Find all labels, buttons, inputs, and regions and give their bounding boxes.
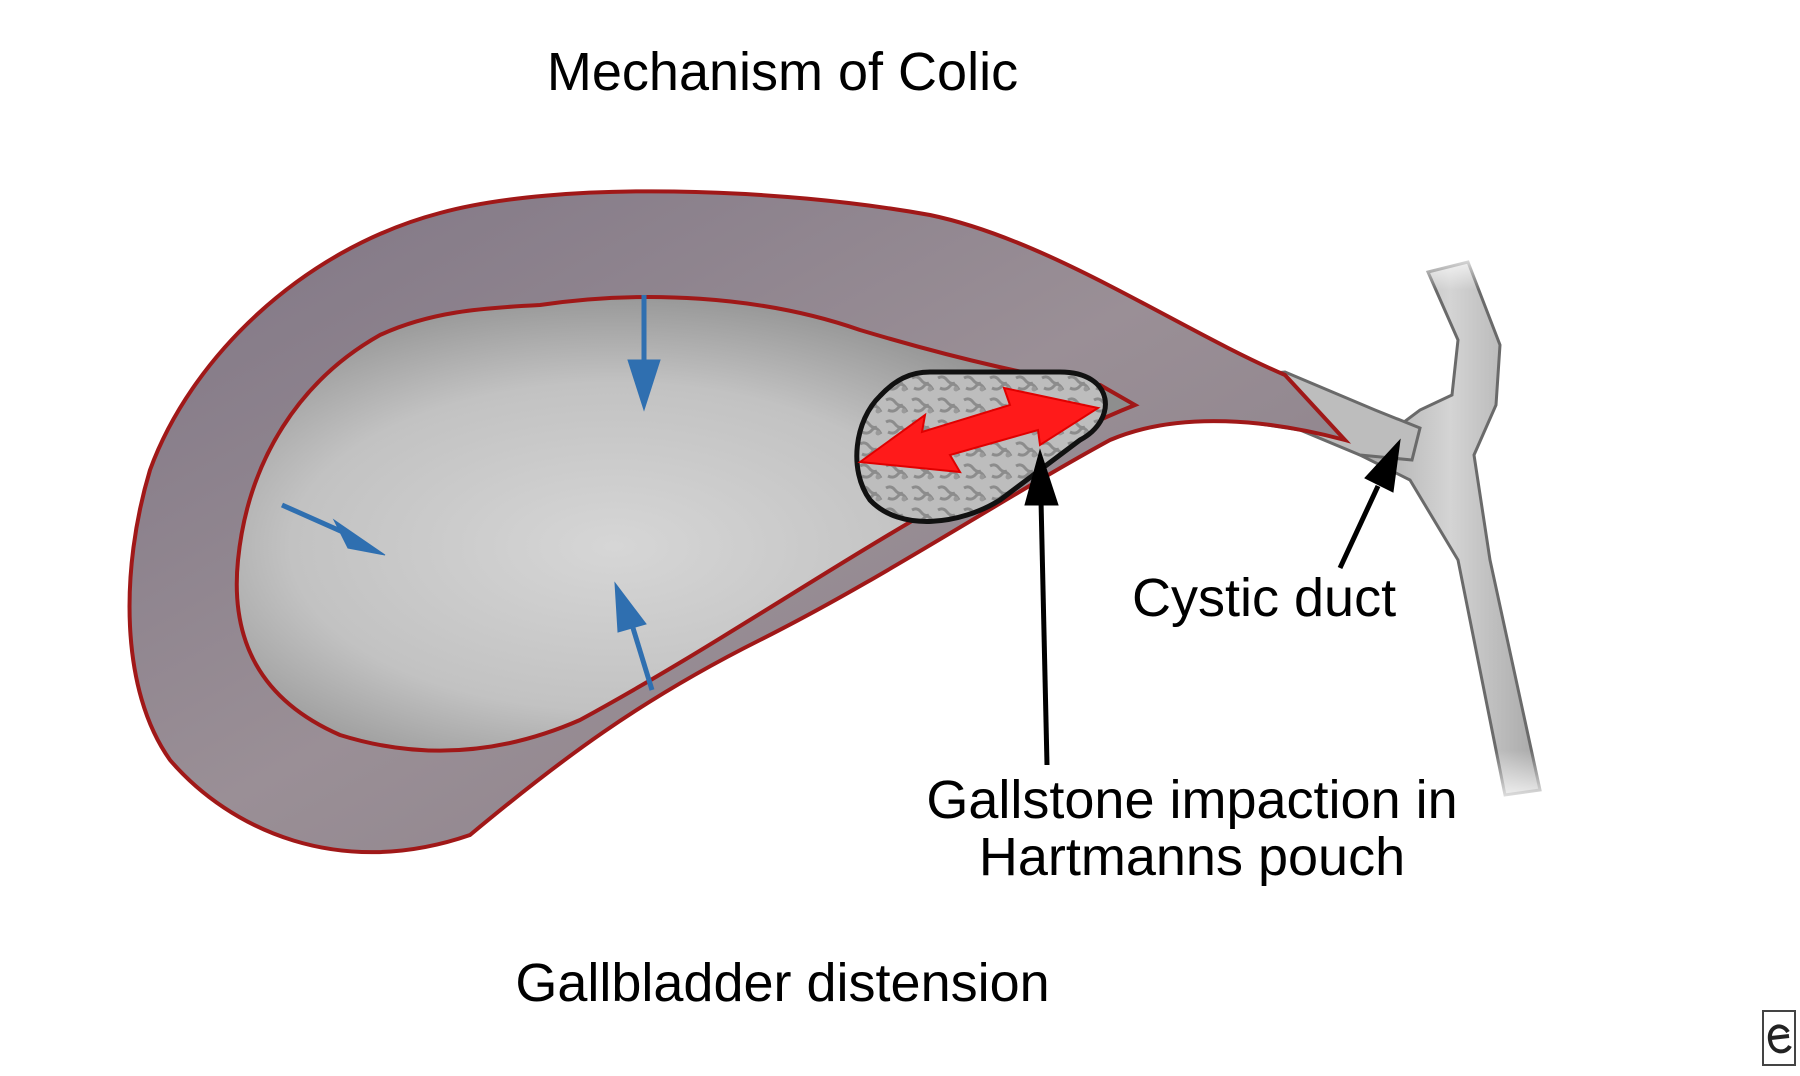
gallstone-label: Gallstone impaction in Hartmanns pouch [892, 772, 1492, 885]
gallstone-label-line2: Hartmanns pouch [978, 826, 1406, 887]
diagram-title: Mechanism of Colic [546, 42, 1019, 102]
pointer-arrows [1024, 438, 1401, 766]
pressure-arrows [280, 295, 661, 691]
pointer-arrow-icon [1337, 438, 1401, 570]
diagram-caption: Gallbladder distension [515, 953, 1050, 1013]
common-bile-duct [1357, 250, 1560, 810]
logo-mark-icon [1762, 1010, 1796, 1066]
pressure-arrow-icon [627, 295, 661, 412]
pressure-arrow-icon [614, 581, 655, 691]
pressure-arrow-icon [280, 502, 386, 556]
cystic-duct-label: Cystic duct [1132, 568, 1397, 628]
gallstone-label-line1: Gallstone impaction in [926, 770, 1458, 830]
pointer-arrow-icon [1024, 448, 1059, 766]
double-headed-arrow-icon [857, 386, 1101, 474]
